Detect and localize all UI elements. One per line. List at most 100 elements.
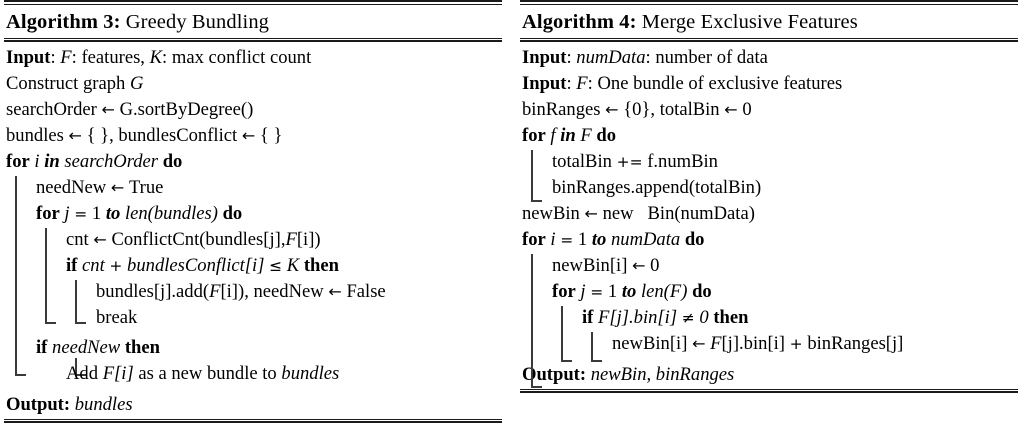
guide-foot bbox=[531, 200, 542, 202]
brace-zero: {0} bbox=[623, 99, 651, 120]
text-false: False bbox=[346, 281, 386, 302]
text-f-numbin: f.numBin bbox=[647, 151, 718, 172]
colon: : bbox=[566, 73, 572, 94]
text-features: features, bbox=[81, 47, 145, 68]
kw-for: for bbox=[36, 203, 60, 224]
algorithm-3-line-input: Input: F: features, K: max conflict coun… bbox=[6, 45, 502, 71]
arrow-icon: ← bbox=[632, 256, 646, 275]
arrow-icon: ← bbox=[101, 100, 115, 119]
op-plus: + bbox=[109, 257, 123, 275]
var-numdata: numData bbox=[576, 47, 646, 68]
algorithm-3-line-cnt: cnt ← ConflictCnt(bundles[j],F[i]) bbox=[6, 227, 502, 253]
var-F: F bbox=[209, 281, 221, 302]
algorithm-3-header-rule-thick bbox=[4, 40, 502, 42]
text-newbin: newBin bbox=[522, 203, 580, 224]
num-one: 1 bbox=[577, 229, 588, 250]
algorithm-4-bottom-rule-thin bbox=[520, 389, 1018, 390]
op-equals: = bbox=[74, 205, 88, 223]
algorithm-4-guide-level-1b bbox=[531, 254, 542, 388]
algorithm-3-top-rule-thick bbox=[4, 0, 502, 2]
guide-foot bbox=[75, 322, 86, 324]
algorithm-4-title-name: Merge Exclusive Features bbox=[641, 11, 858, 33]
kw-then: then bbox=[303, 255, 339, 276]
guide-foot bbox=[531, 386, 542, 388]
algorithm-4-guide-level-1a bbox=[531, 150, 542, 202]
kw-for: for bbox=[522, 125, 546, 146]
text-searchorder: searchOrder bbox=[6, 99, 97, 120]
algorithm-3-line-construct: Construct graph G bbox=[6, 71, 502, 97]
text-len-F: len(F) bbox=[640, 281, 688, 302]
kw-if: if bbox=[582, 307, 594, 328]
text-bundles: bundles bbox=[6, 125, 64, 146]
algorithm-4-line-input-F: Input: F: One bundle of exclusive featur… bbox=[522, 71, 1018, 97]
algorithm-3-bottom-rule-thick bbox=[4, 421, 502, 423]
algorithm-3-guide-level-2 bbox=[45, 228, 56, 324]
algorithm-3-title-label: Algorithm 3: bbox=[6, 11, 121, 33]
algorithm-4-block: Algorithm 4: Merge Exclusive Features In… bbox=[520, 0, 1018, 393]
colon: : bbox=[566, 47, 572, 68]
guide-foot bbox=[561, 360, 572, 362]
text-as-new-bundle: as a new bundle to bbox=[138, 363, 277, 384]
algorithm-4-top-rule-thick bbox=[520, 0, 1018, 2]
algorithm-3-line-bundles-add: bundles[j].add(F[i]), needNew ← False bbox=[6, 279, 502, 305]
algorithm-3-line-for-i: for i in searchOrder do bbox=[6, 149, 502, 175]
algorithm-4-bottom-rule-thick bbox=[520, 391, 1018, 393]
var-F: F bbox=[576, 73, 588, 94]
algorithm-4-line-totalbin: totalBin += f.numBin bbox=[522, 149, 1018, 175]
text-add: Add bbox=[66, 363, 99, 384]
algorithm-3-line-break: break bbox=[6, 305, 502, 331]
colon: : bbox=[71, 47, 77, 68]
text-index-i: [i]) bbox=[296, 229, 321, 250]
kw-output: Output: bbox=[6, 394, 71, 415]
text-true: True bbox=[128, 177, 164, 198]
arrow-icon: ← bbox=[93, 230, 107, 249]
var-F: F bbox=[285, 229, 297, 250]
algorithm-4-body: Input: numData: number of data Input: F:… bbox=[520, 42, 1018, 389]
comma: , bbox=[109, 125, 114, 146]
arrow-icon: ← bbox=[605, 100, 619, 119]
guide-foot bbox=[45, 322, 56, 324]
var-numdata: numData bbox=[610, 229, 681, 250]
algorithm-3-body: Input: F: features, K: max conflict coun… bbox=[4, 42, 502, 419]
kw-for: for bbox=[6, 151, 30, 172]
text-neednew: needNew bbox=[253, 281, 324, 302]
op-leq: ≤ bbox=[269, 257, 283, 275]
text-bundlesconflict: bundlesConflict bbox=[118, 125, 238, 146]
colon: : bbox=[587, 73, 593, 94]
text-sortbydegree: G.sortByDegree() bbox=[119, 99, 254, 120]
var-j: j bbox=[64, 203, 70, 224]
brace-empty: { } bbox=[259, 125, 283, 146]
algorithm-3-guide-level-1 bbox=[15, 176, 26, 376]
text-index-i-close: [i]), bbox=[220, 281, 249, 302]
kw-do: do bbox=[162, 151, 183, 172]
algorithm-3-top-rule-thin bbox=[4, 4, 502, 5]
arrow-icon: ← bbox=[724, 100, 738, 119]
algorithm-3-line-add-bundle: Add F[i] as a new bundle to bundles bbox=[6, 361, 502, 387]
op-plus: + bbox=[789, 335, 803, 353]
op-equals: = bbox=[560, 231, 574, 249]
algorithm-3-block: Algorithm 3: Greedy Bundling Input: F: f… bbox=[4, 0, 502, 423]
text-neednew: needNew bbox=[52, 337, 121, 358]
kw-to: to bbox=[105, 203, 121, 224]
algorithm-4-line-for-f: for f in F do bbox=[522, 123, 1018, 149]
text-fj-bin-i-plain: [j].bin[i] bbox=[721, 333, 785, 354]
kw-do: do bbox=[692, 281, 712, 302]
kw-then: then bbox=[713, 307, 749, 328]
colon: : bbox=[50, 47, 56, 68]
text-bin-numdata: Bin(numData) bbox=[647, 203, 755, 224]
arrow-icon: ← bbox=[68, 126, 82, 145]
guide-foot bbox=[15, 374, 26, 376]
text-binranges-j: binRanges[j] bbox=[807, 333, 904, 354]
algorithm-3-line-for-j: for j = 1 to len(bundles) do bbox=[6, 201, 502, 227]
var-K: K bbox=[286, 255, 300, 276]
var-F: F bbox=[580, 125, 592, 146]
algorithm-3-line-bundles-init: bundles ← { }, bundlesConflict ← { } bbox=[6, 123, 502, 149]
algorithm-3-line-if-neednew: if needNew then bbox=[6, 335, 502, 361]
text-newbin-i: newBin[i] bbox=[612, 333, 688, 354]
algorithm-4-guide-level-2 bbox=[561, 306, 572, 362]
algorithm-4-top-rule-thin bbox=[520, 4, 1018, 5]
algorithm-4-title: Algorithm 4: Merge Exclusive Features bbox=[520, 5, 1018, 38]
kw-to: to bbox=[591, 229, 607, 250]
colon: : bbox=[162, 47, 168, 68]
arrow-icon: ← bbox=[692, 334, 706, 353]
